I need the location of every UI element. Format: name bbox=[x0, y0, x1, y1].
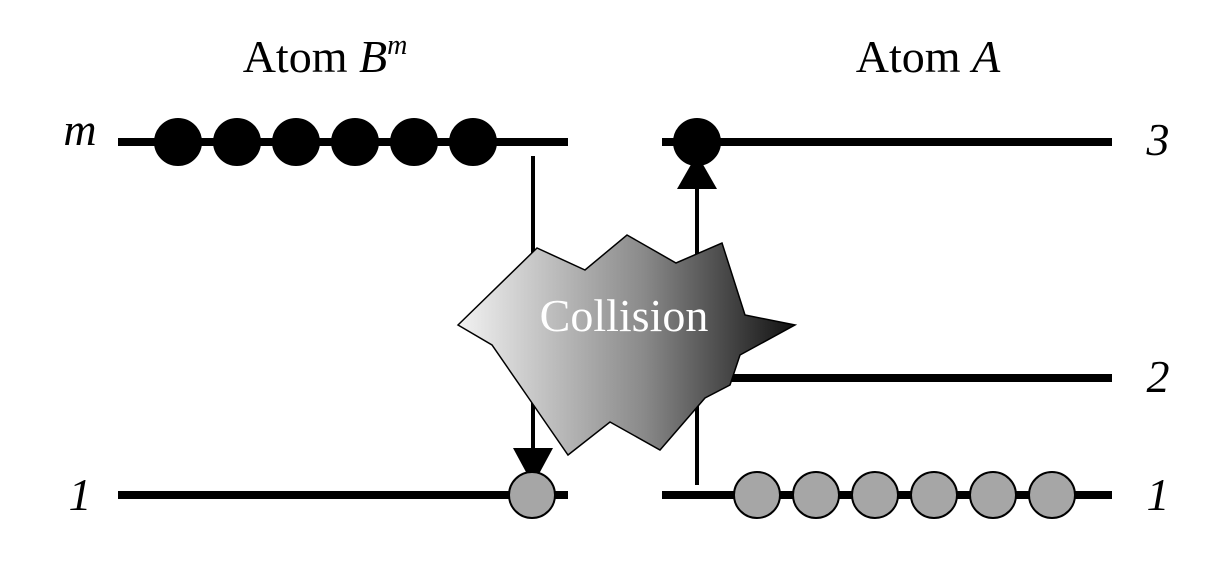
collision-label: Collision bbox=[540, 290, 709, 341]
level-label-b-1: 1 bbox=[69, 469, 92, 520]
atom-a-ground-particle bbox=[969, 471, 1017, 519]
level-label-a-2: 2 bbox=[1147, 351, 1170, 402]
level-label-a-1: 1 bbox=[1147, 469, 1170, 520]
title-atom-b-prefix: Atom bbox=[243, 31, 359, 82]
transition-arrowhead-b-down bbox=[513, 448, 553, 485]
title-atom-a: Atom A bbox=[856, 31, 1001, 82]
atom-a-level-3-population bbox=[673, 118, 721, 166]
atom-a-excited-particle bbox=[673, 118, 721, 166]
atom-a-ground-particle bbox=[1028, 471, 1076, 519]
title-atom-b: Atom Bm bbox=[243, 30, 408, 82]
title-atom-a-prefix: Atom bbox=[856, 31, 972, 82]
title-atom-b-symbol: B bbox=[359, 31, 387, 82]
atom-b-level-m-population bbox=[154, 118, 497, 166]
atom-b-ground-particle bbox=[508, 471, 556, 519]
atom-b-excited-particle bbox=[390, 118, 438, 166]
atom-b-level-1-population bbox=[508, 471, 556, 519]
level-label-b-m: m bbox=[63, 104, 96, 155]
atom-b-excited-particle bbox=[154, 118, 202, 166]
atom-a-ground-particle bbox=[910, 471, 958, 519]
atom-a-ground-particle bbox=[851, 471, 899, 519]
title-atom-b-superscript: m bbox=[387, 30, 407, 61]
atom-b-excited-particle bbox=[272, 118, 320, 166]
transition-arrowhead-a-up bbox=[677, 154, 717, 189]
atom-a-ground-particle bbox=[792, 471, 840, 519]
atom-b-excited-particle bbox=[213, 118, 261, 166]
level-label-a-3: 3 bbox=[1146, 114, 1170, 165]
collision-burst bbox=[456, 234, 798, 457]
title-atom-a-symbol: A bbox=[969, 31, 1001, 82]
atom-b-excited-particle bbox=[331, 118, 379, 166]
atom-a-ground-particle bbox=[733, 471, 781, 519]
atom-b-excited-particle bbox=[449, 118, 497, 166]
atom-a-level-1-population bbox=[733, 471, 1076, 519]
